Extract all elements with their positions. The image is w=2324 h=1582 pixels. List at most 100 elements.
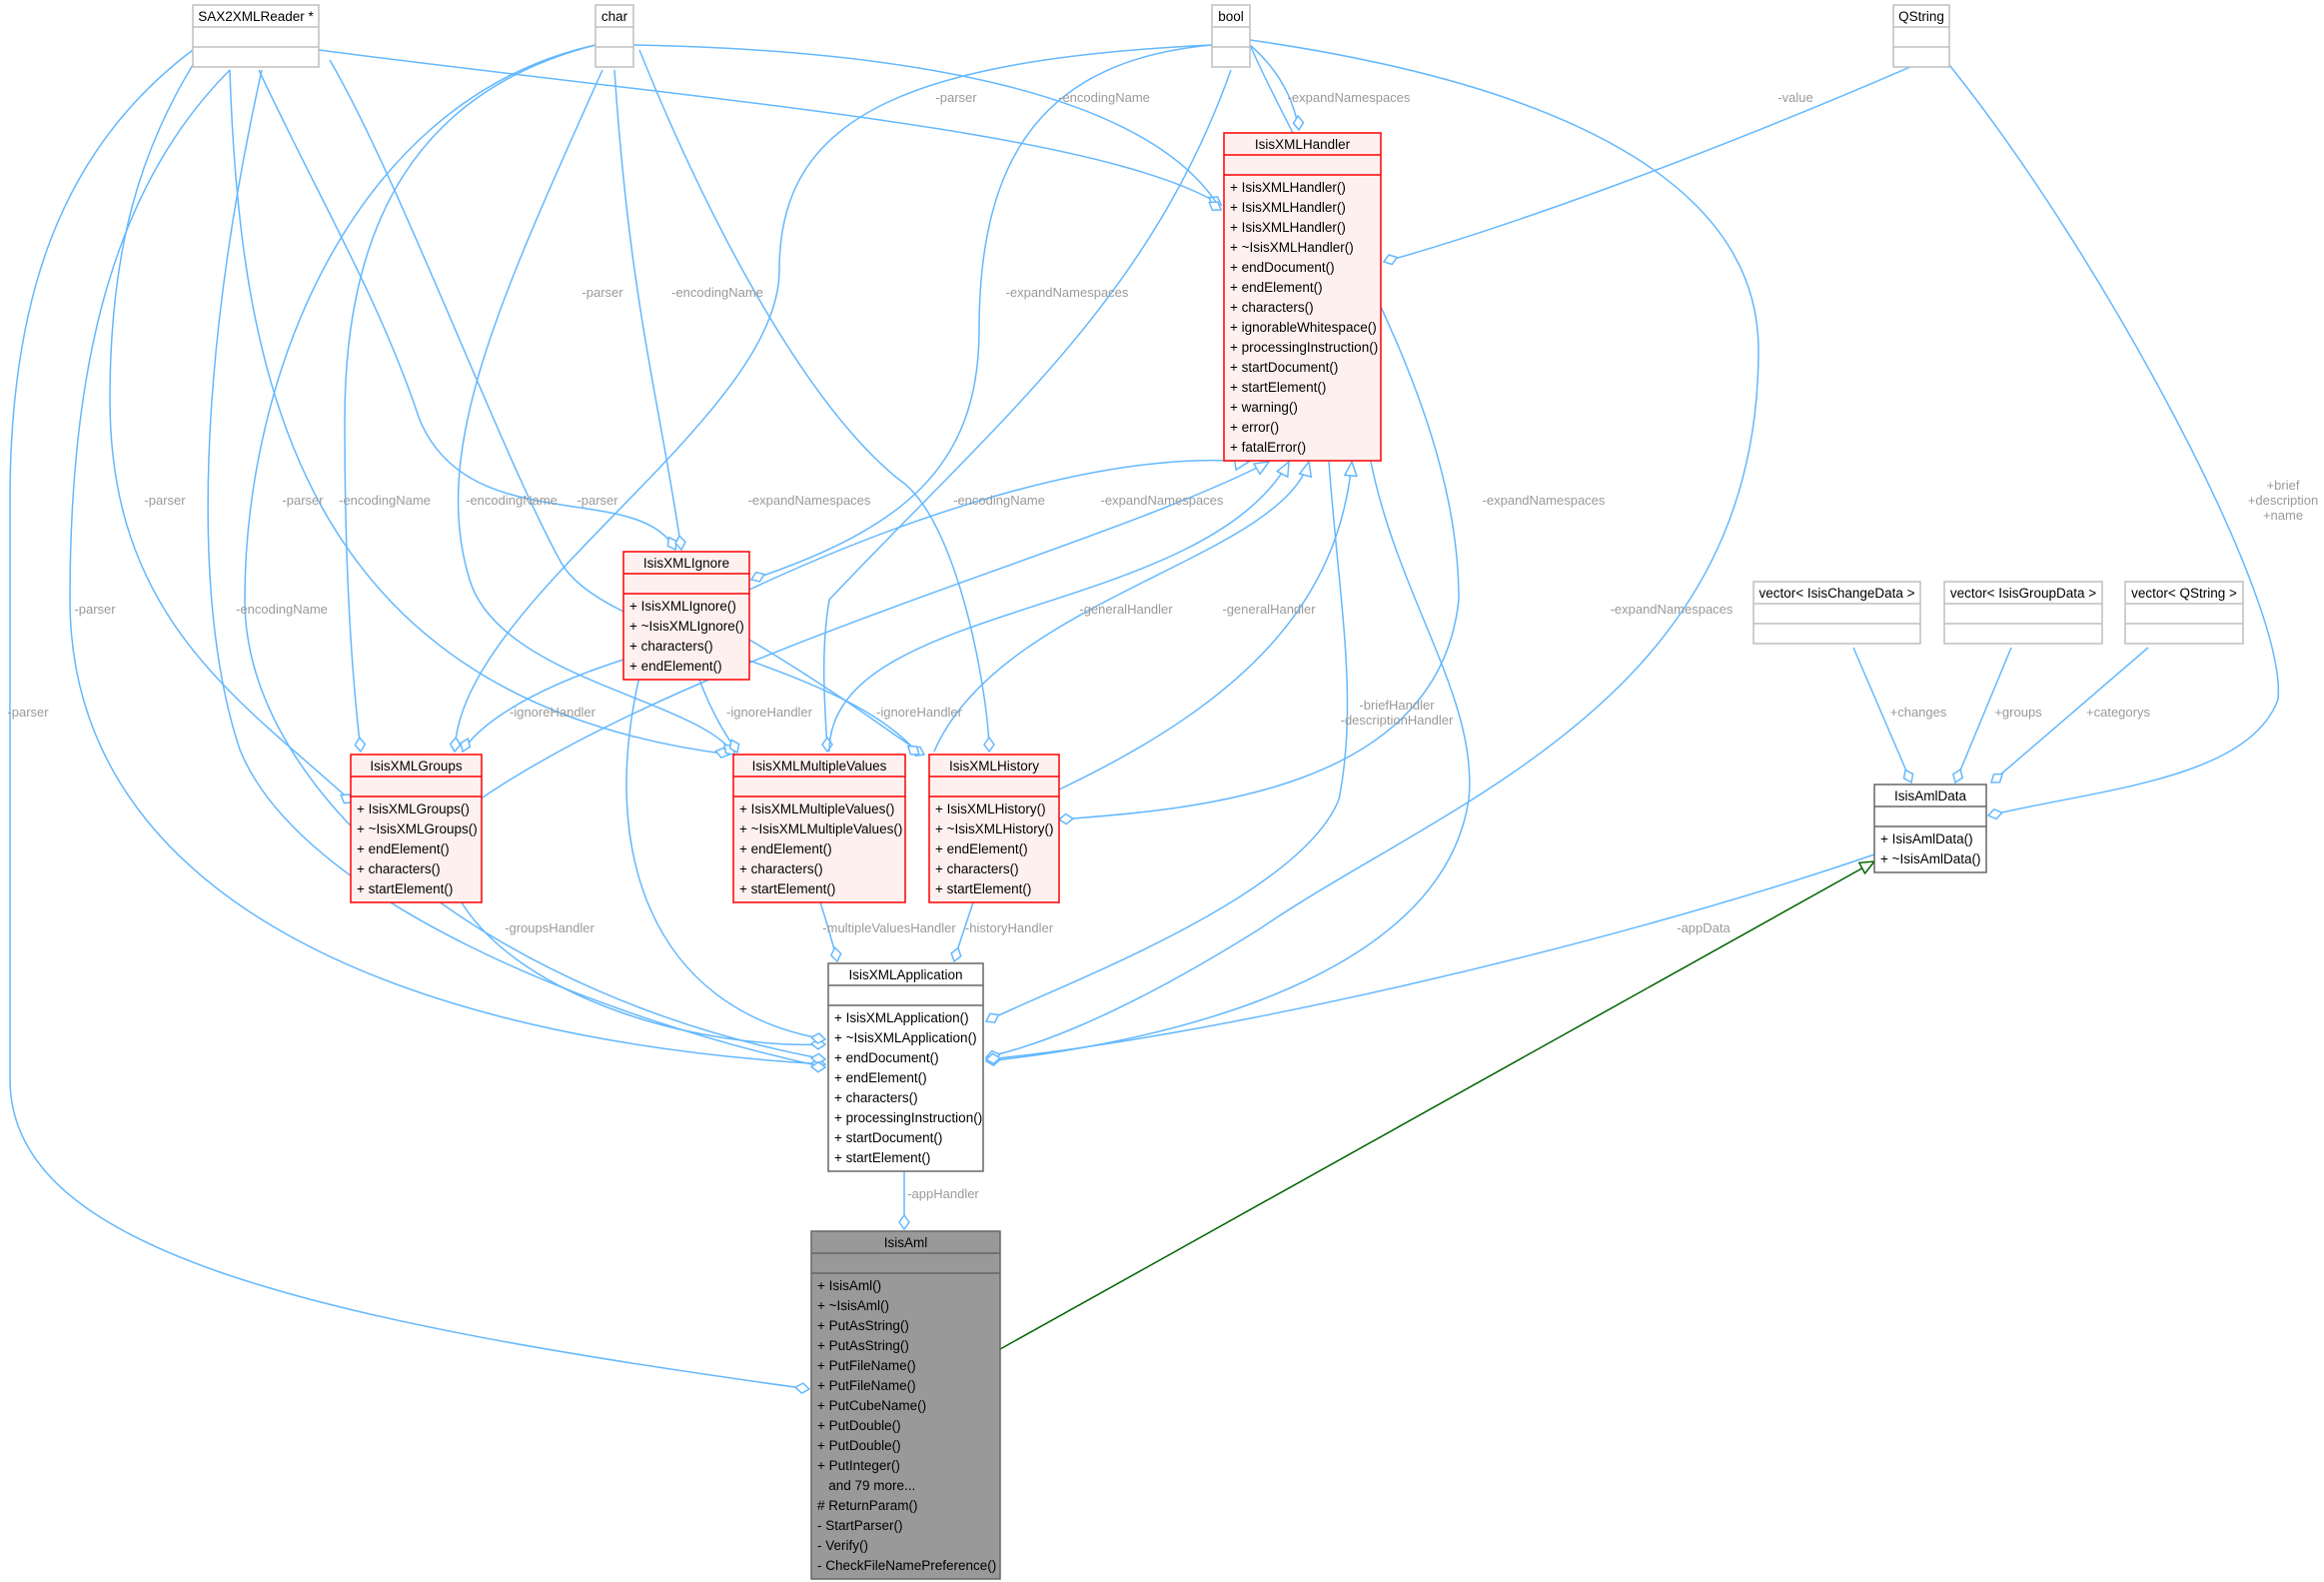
classes-layer: SAX2XMLReader * char bool QStringIsisXMLHan… — [192, 4, 2244, 1580]
class-box-vqstring[interactable]: vector< QString > — [2124, 581, 2244, 645]
aggregation-diamond-icon — [1292, 114, 1305, 132]
association-edge — [985, 39, 1759, 1058]
class-member: + ignorableWhitespace() — [1230, 320, 1377, 335]
edge-label: -expandNamespaces — [1483, 493, 1606, 508]
association-edge — [822, 69, 1232, 753]
class-box-bool[interactable]: bool — [1211, 4, 1251, 68]
edge-label: +brief+description+name — [2248, 478, 2318, 523]
aggregation-diamond-icon — [1986, 807, 2003, 820]
class-member: + ~IsisAmlData() — [1880, 851, 1981, 866]
association-edge — [1852, 647, 1912, 784]
class-member: - Verify() — [817, 1538, 868, 1553]
class-box-frame — [1211, 4, 1251, 68]
association-edge — [632, 44, 1222, 211]
class-member: - StartParser() — [817, 1518, 903, 1533]
class-member: + IsisXMLHandler() — [1230, 220, 1346, 235]
association-edge — [750, 44, 1213, 581]
association-edge — [625, 676, 826, 1040]
class-box-groups[interactable]: IsisXMLGroups+ IsisXMLGroups()+ ~IsisXML… — [350, 754, 483, 903]
edge-label: -ignoreHandler — [726, 705, 813, 720]
class-box-amldata[interactable]: IsisAmlData+ IsisAmlData()+ ~IsisAmlData… — [1873, 784, 1987, 873]
aggregation-diamond-icon — [728, 739, 740, 755]
class-member: + startDocument() — [834, 1130, 942, 1145]
class-box-aml[interactable]: IsisAml+ IsisAml()+ ~IsisAml()+ PutAsStr… — [810, 1230, 1001, 1580]
class-member: + IsisXMLIgnore() — [629, 599, 736, 614]
edge-label: -ignoreHandler — [510, 705, 596, 720]
aggregation-diamond-icon — [984, 1052, 1002, 1065]
class-name: char — [601, 9, 628, 24]
class-member: + error() — [1230, 420, 1279, 435]
class-box-qstring[interactable]: QString — [1892, 4, 1950, 68]
class-member: + PutCubeName() — [817, 1398, 926, 1413]
edge-label: +changes — [1890, 705, 1947, 720]
class-name: vector< IsisGroupData > — [1950, 586, 2096, 601]
class-box-vgroup[interactable]: vector< IsisGroupData > — [1943, 581, 2103, 645]
class-box-frame — [192, 4, 320, 68]
association-edge — [1383, 49, 1950, 263]
association-edge — [613, 69, 682, 551]
class-member: + IsisXMLGroups() — [357, 801, 470, 816]
aggregation-diamond-icon — [460, 737, 472, 754]
class-member: + endElement() — [739, 841, 832, 856]
edge-label: -encodingName — [671, 285, 763, 300]
edge-label: -generalHandler — [1079, 602, 1173, 617]
edge-label: -encodingName — [1058, 90, 1150, 105]
class-name: vector< IsisChangeData > — [1758, 586, 1914, 601]
aggregation-diamond-icon — [749, 571, 766, 583]
association-edge — [207, 69, 826, 1068]
aggregation-diamond-icon — [1057, 812, 1075, 825]
aggregation-diamond-icon — [1902, 769, 1914, 785]
class-name: SAX2XMLReader * — [198, 9, 314, 24]
association-edge — [1249, 44, 1300, 131]
edge-label: -expandNamespaces — [1611, 602, 1734, 617]
class-member: + PutDouble() — [817, 1438, 901, 1453]
class-box-app[interactable]: IsisXMLApplication+ IsisXMLApplication()… — [827, 962, 984, 1172]
inheritance-arrow-icon — [1857, 860, 1876, 875]
edge-label: +categorys — [2086, 705, 2150, 720]
class-name: IsisXMLApplication — [848, 967, 962, 982]
edge-label: -parser — [144, 493, 186, 508]
edge-label: -parser — [577, 493, 618, 508]
association-edge — [985, 461, 1349, 1022]
edge-label: -appData — [1677, 920, 1731, 935]
edge-label: -encodingName — [339, 493, 431, 508]
class-box-history[interactable]: IsisXMLHistory+ IsisXMLHistory()+ ~IsisX… — [928, 754, 1060, 903]
edge-label: -generalHandler — [1222, 602, 1316, 617]
class-box-handler[interactable]: IsisXMLHandler+ IsisXMLHandler()+ IsisXM… — [1223, 132, 1382, 462]
association-edge — [9, 49, 810, 1390]
class-box-multi[interactable]: IsisXMLMultipleValues+ IsisXMLMultipleVa… — [732, 754, 906, 903]
class-member: + characters() — [357, 861, 441, 876]
edge-label: -multipleValuesHandler — [822, 920, 956, 935]
edge-label: -encodingName — [236, 602, 328, 617]
edge-labels-layer: -parser-encodingName-expandNamespaces-va… — [7, 90, 2318, 1201]
class-name: IsisAml — [884, 1235, 928, 1250]
class-member: + processingInstruction() — [1230, 340, 1378, 355]
edge-label: -briefHandler-descriptionHandler — [1341, 698, 1454, 728]
class-member: + ~IsisXMLHistory() — [935, 821, 1054, 836]
edge-label: +groups — [1994, 705, 2042, 720]
association-edge — [258, 69, 676, 551]
aggregation-diamond-icon — [1989, 773, 2004, 784]
class-member: + endElement() — [1230, 280, 1323, 295]
class-member: + startDocument() — [1230, 360, 1338, 375]
aggregation-diamond-icon — [1952, 768, 1964, 785]
association-edge — [344, 44, 596, 753]
edge-label: -expandNamespaces — [1006, 285, 1129, 300]
association-edge — [638, 49, 990, 753]
class-member: + ~IsisXMLMultipleValues() — [739, 821, 902, 836]
class-name: IsisXMLGroups — [370, 759, 463, 774]
class-member: + PutAsString() — [817, 1338, 909, 1353]
aggregation-diamond-icon — [809, 1052, 827, 1065]
edge-label: -parser — [282, 493, 324, 508]
aggregation-diamond-icon — [793, 1382, 811, 1394]
inheritance-arrow-icon — [1298, 460, 1313, 479]
aggregation-diamond-icon — [809, 1060, 827, 1073]
class-box-char[interactable]: char — [594, 4, 634, 68]
edge-label: -parser — [7, 705, 49, 720]
edge-label: -expandNamespaces — [748, 493, 871, 508]
class-box-ignore[interactable]: IsisXMLIgnore+ IsisXMLIgnore()+ ~IsisXML… — [622, 551, 750, 681]
association-edge — [1948, 64, 2280, 816]
association-edge — [329, 59, 920, 756]
class-box-sax[interactable]: SAX2XMLReader * — [192, 4, 320, 68]
class-box-vchange[interactable]: vector< IsisChangeData > — [1752, 581, 1921, 645]
